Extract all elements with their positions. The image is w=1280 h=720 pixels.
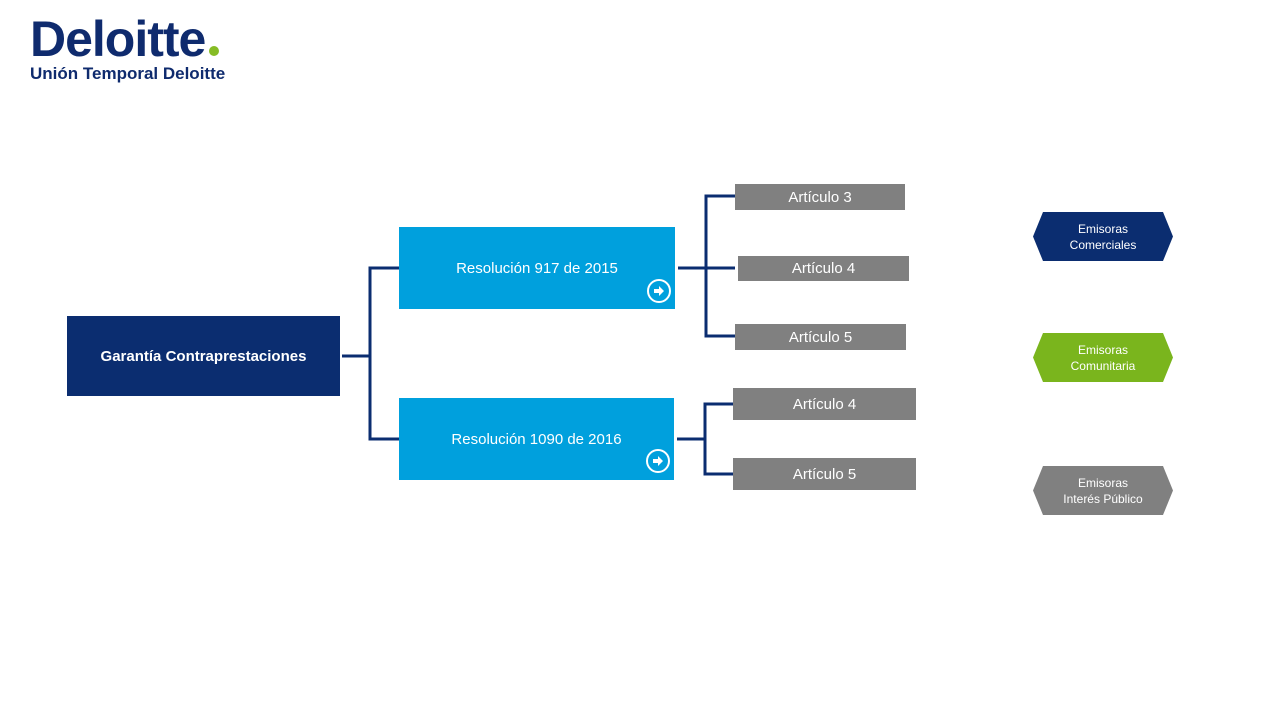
article-node[interactable]: Artículo 5: [735, 324, 906, 350]
resolution-917-node[interactable]: Resolución 917 de 2015: [399, 227, 675, 309]
legend-line2: Comunitaria: [1070, 358, 1136, 373]
connector-res1-bracket: [704, 194, 735, 338]
root-label: Garantía Contraprestaciones: [100, 347, 307, 365]
resolution-1090-node[interactable]: Resolución 1090 de 2016: [399, 398, 674, 480]
legend-line2: Comerciales: [1069, 237, 1137, 252]
connector-res2-bracket: [703, 402, 733, 476]
resolution-label: Resolución 917 de 2015: [456, 259, 618, 277]
logo-subtitle: Unión Temporal Deloitte: [30, 64, 226, 83]
article-node[interactable]: Artículo 4: [733, 388, 916, 420]
root-node: Garantía Contraprestaciones: [67, 316, 340, 396]
article-node[interactable]: Artículo 4: [738, 256, 909, 281]
legend-line1: Emisoras: [1077, 475, 1128, 490]
article-node[interactable]: Artículo 5: [733, 458, 916, 490]
legend-line1: Emisoras: [1077, 221, 1128, 236]
arrow-right-circle-icon[interactable]: [647, 279, 671, 303]
legend-line2: Interés Público: [1063, 491, 1143, 506]
connector-root-bracket: [368, 266, 399, 441]
article-label: Artículo 4: [792, 395, 857, 413]
logo-green-dot: [209, 46, 220, 56]
resolution-label: Resolución 1090 de 2016: [451, 430, 622, 448]
legend-line1: Emisoras: [1077, 342, 1128, 357]
arrow-right-circle-icon[interactable]: [646, 449, 670, 473]
article-label: Artículo 5: [788, 328, 853, 346]
article-label: Artículo 5: [792, 465, 857, 483]
article-label: Artículo 3: [788, 188, 852, 206]
deloitte-logo: Deloitte: [30, 11, 220, 67]
article-node[interactable]: Artículo 3: [735, 184, 905, 210]
article-label: Artículo 4: [791, 260, 856, 277]
logo-wordmark: Deloitte: [30, 11, 206, 67]
